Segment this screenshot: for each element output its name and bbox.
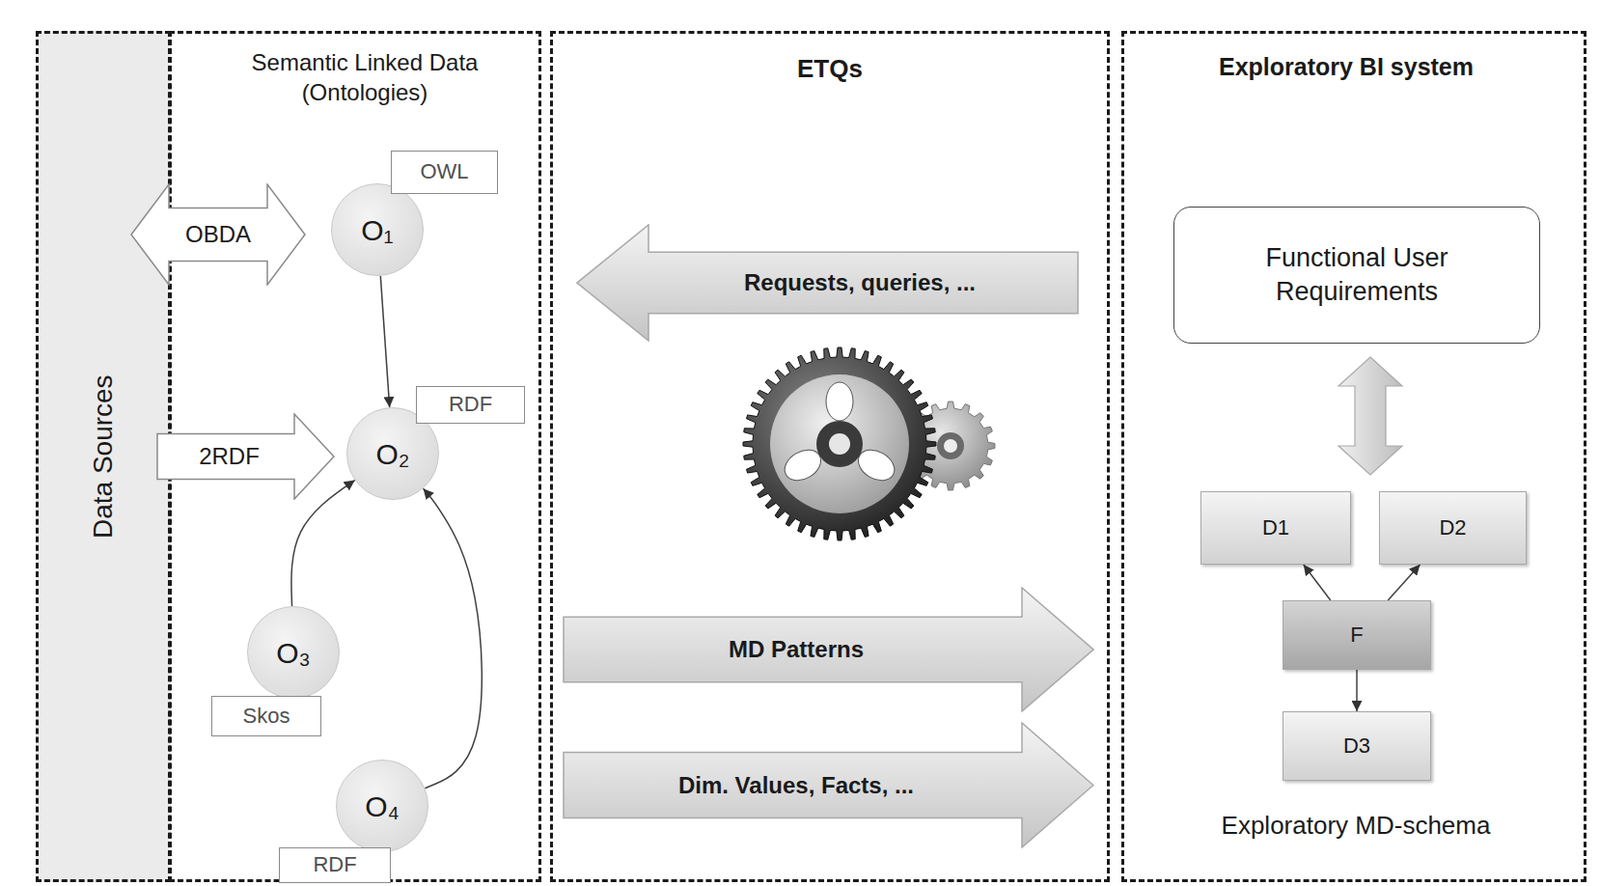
gear-hole	[943, 439, 958, 453]
gear-hub	[816, 420, 863, 468]
format-tag: Skos	[211, 695, 322, 737]
schema-box: D3	[1282, 711, 1432, 781]
group-panel: Exploratory BI systemFunctional User Req…	[1121, 30, 1587, 883]
arrow-connector	[1387, 564, 1420, 601]
node-label: O₃	[275, 634, 311, 672]
arrow-connector	[291, 480, 356, 607]
node-label: Functional User Requirements	[1236, 241, 1478, 309]
arrow-outline	[563, 587, 1094, 712]
schema-box: D2	[1379, 491, 1527, 565]
arrow-connector	[380, 275, 389, 408]
gear-illustration	[743, 347, 995, 541]
ontology-circle: O₁	[331, 183, 424, 276]
gear-hole	[828, 433, 851, 455]
arrow-connector	[423, 488, 483, 789]
node-label: RDF	[312, 851, 357, 880]
node-label: Requests, queries, ...	[744, 267, 976, 298]
format-tag: OWL	[390, 150, 498, 194]
panel-heading: ETQs	[685, 53, 975, 86]
node-label: F	[1350, 621, 1363, 650]
gear-spoke-hole	[826, 382, 854, 421]
arrow-outline	[577, 224, 1078, 341]
arrow-connector	[1303, 564, 1331, 601]
schema-caption: Exploratory MD-schema	[1221, 810, 1491, 841]
arrow-connector	[1355, 669, 1358, 712]
node-label: D3	[1343, 732, 1371, 761]
arrow-outline	[563, 722, 1094, 848]
format-tag: RDF	[278, 847, 391, 883]
arrow-outline	[131, 184, 305, 285]
ontology-circle: O₃	[247, 606, 340, 699]
block-arrow: MD Patterns	[562, 586, 1095, 713]
requirements-box: Functional User Requirements	[1173, 206, 1541, 344]
block-arrow: OBDA	[130, 183, 306, 286]
panel-heading: Semantic Linked Data (Ontologies)	[220, 47, 510, 108]
large-gear	[743, 347, 937, 541]
node-label: Dim. Values, Facts, ...	[678, 770, 914, 800]
group-panel: ETQsRequests, queries, ... MD PatternsDim…	[550, 30, 1110, 883]
node-label: 2RDF	[198, 441, 260, 471]
double-arrow	[1338, 357, 1403, 475]
node-label: O₂	[376, 435, 411, 473]
node-label: O₄	[364, 787, 400, 826]
format-tag: RDF	[415, 386, 525, 424]
source-panel: Data Sources	[35, 30, 171, 883]
node-label: OBDA	[185, 219, 251, 249]
node-label: D1	[1262, 514, 1290, 543]
node-label: D2	[1438, 514, 1466, 543]
node-label: OWL	[419, 158, 469, 187]
node-label: Skos	[243, 702, 291, 731]
node-label: O₁	[360, 211, 393, 249]
block-arrow: Dim. Values, Facts, ...	[562, 721, 1095, 849]
node-label: MD Patterns	[728, 634, 864, 664]
arrow-outline	[157, 413, 334, 499]
block-arrow: 2RDF	[156, 413, 335, 500]
panel-heading: Data Sources	[85, 374, 121, 539]
node-label: RDF	[448, 390, 493, 419]
gear-face	[770, 374, 910, 514]
ontology-circle: O₄	[335, 759, 429, 853]
schema-box: F	[1282, 600, 1432, 670]
block-arrow: Requests, queries, ...	[576, 223, 1079, 342]
panel-heading: Exploratory BI system	[1143, 51, 1549, 83]
schema-box: D1	[1200, 491, 1352, 565]
gear-hub	[937, 432, 965, 460]
